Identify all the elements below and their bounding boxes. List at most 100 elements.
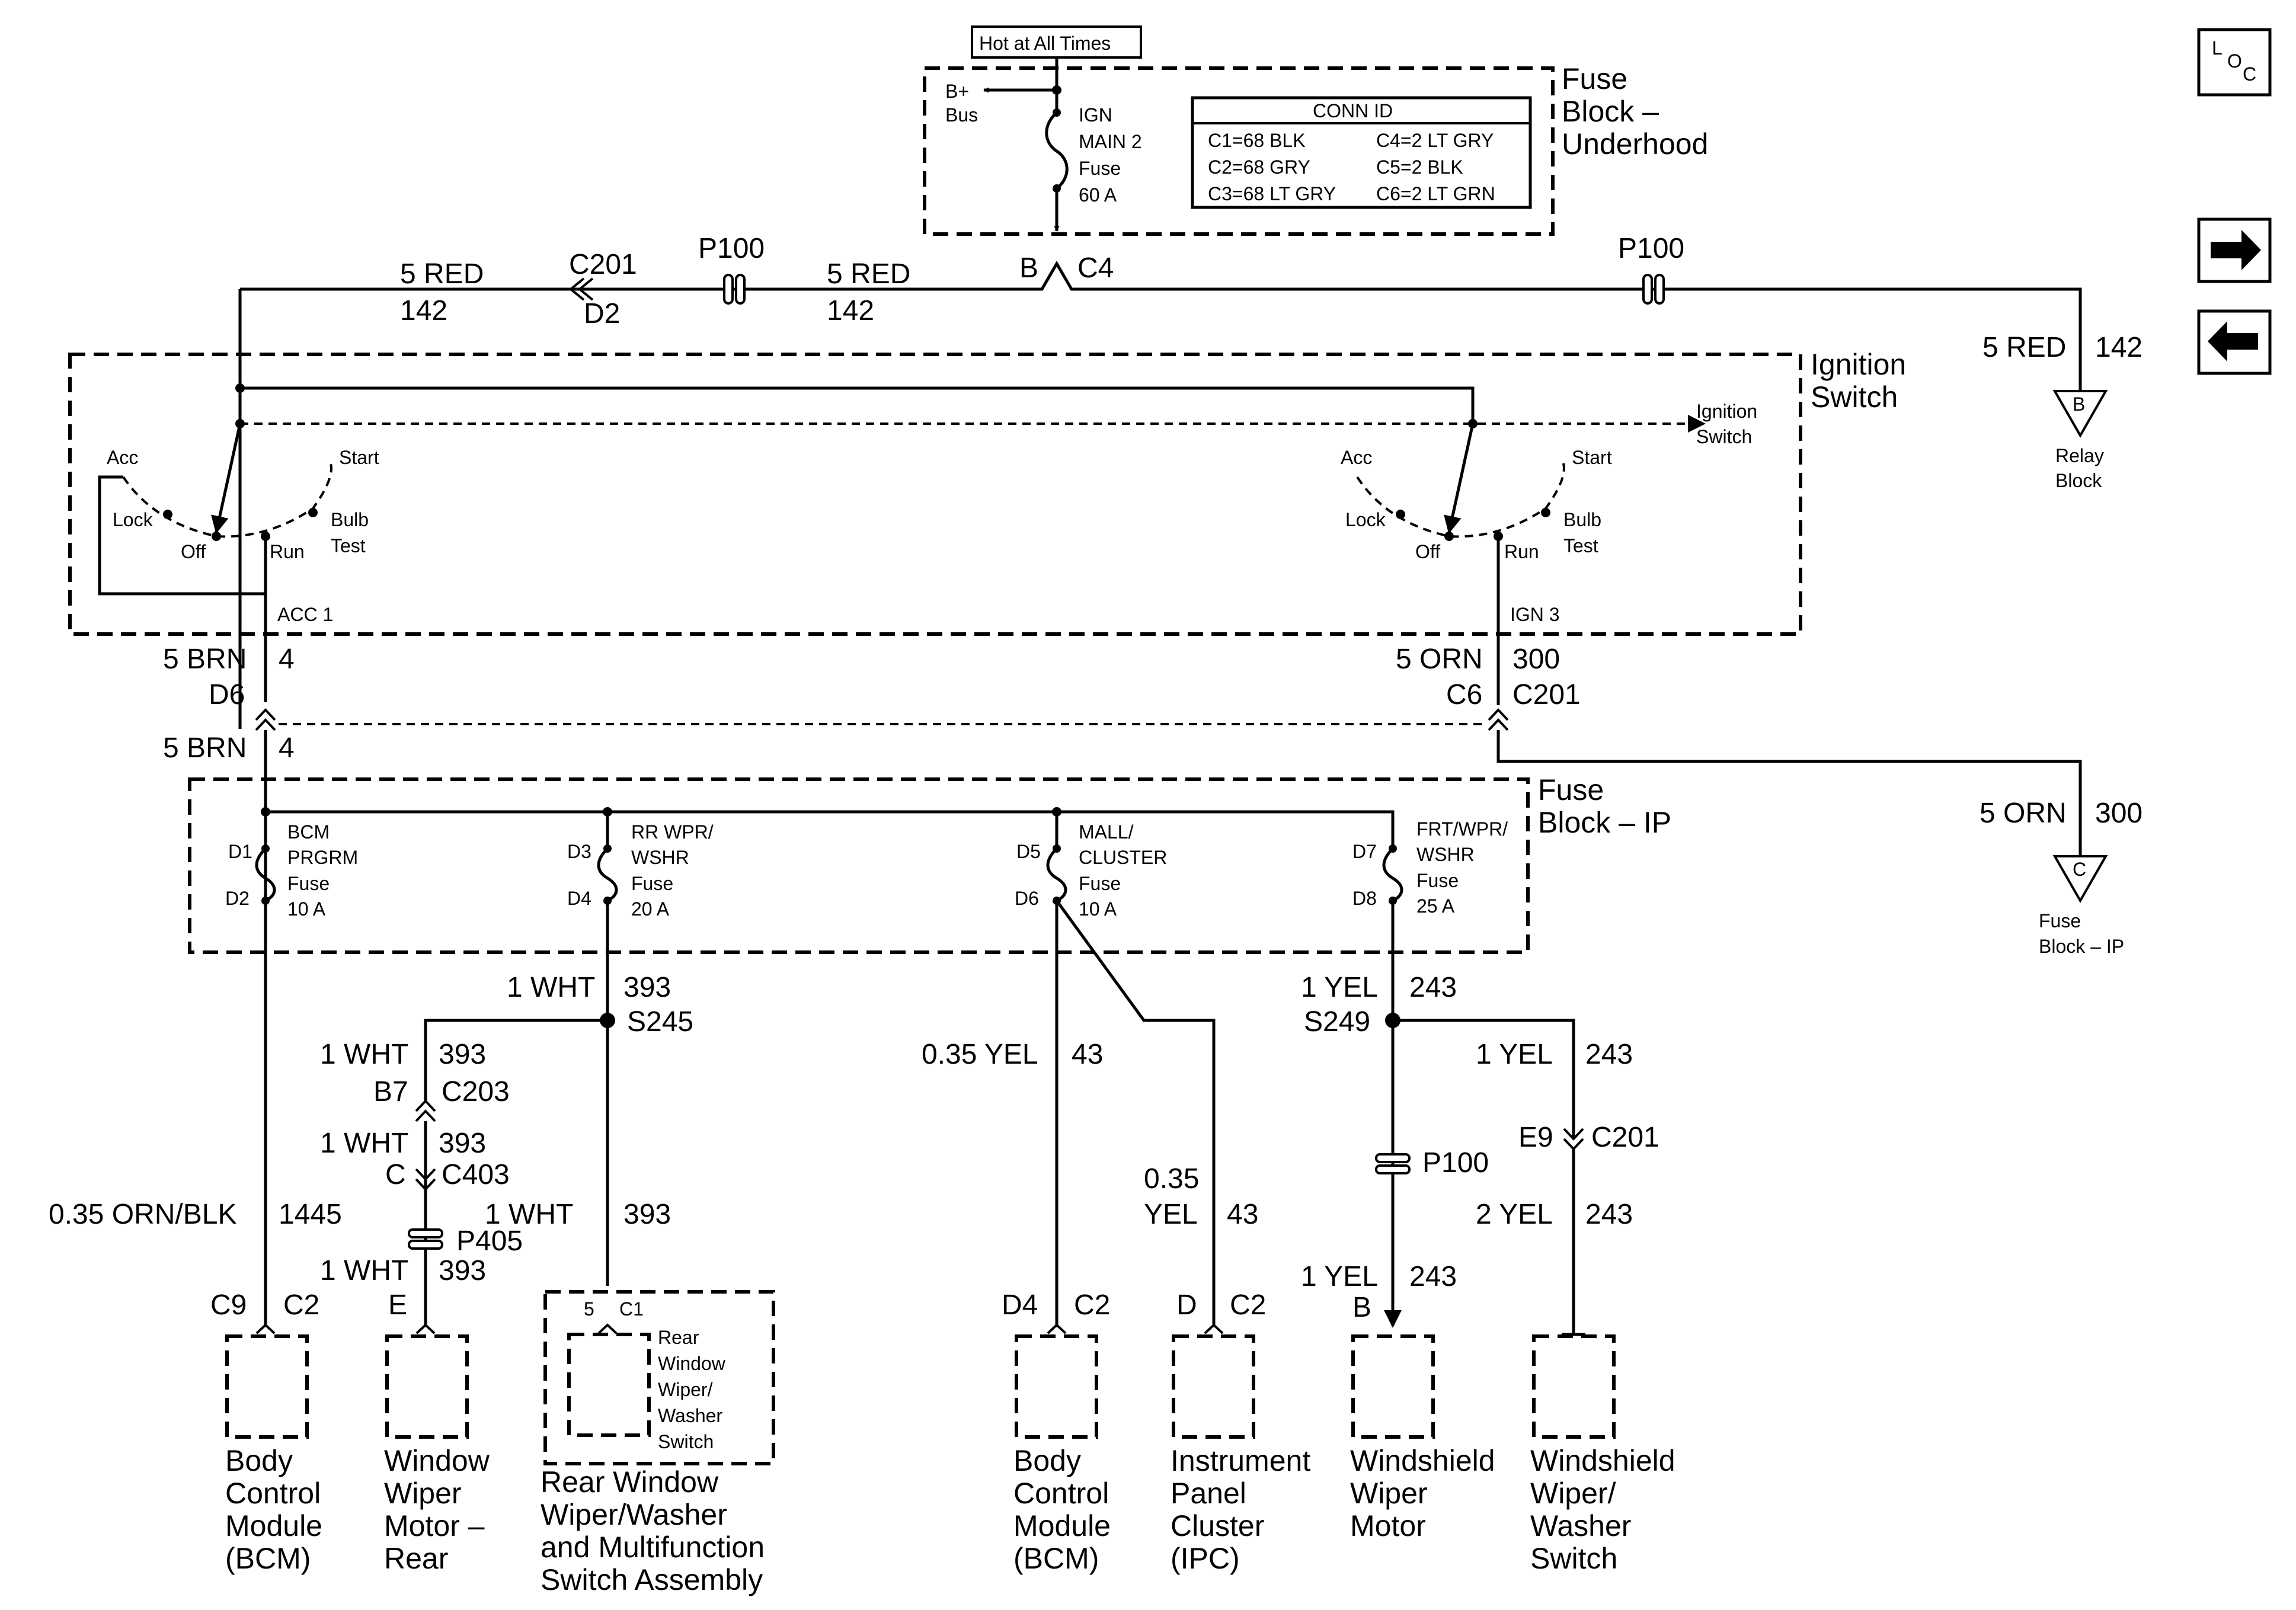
yel-035-color: 0.35 YEL <box>922 1039 1038 1070</box>
start-label-left: Start <box>339 447 379 468</box>
relay-block-ref-icon <box>2052 390 2108 438</box>
relay-wire-color: 5 RED <box>1982 332 2066 363</box>
loc-button[interactable]: L O C <box>2197 28 2272 97</box>
fuse4-name-2: WSHR <box>1416 844 1475 865</box>
fuse-mall-cluster: D5 D6 MALL/ CLUSTER Fuse 10 A <box>1015 812 1167 920</box>
fuse-block-title-3: Underhood <box>1562 127 1708 161</box>
fuse-ip-ref-1: Fuse <box>2039 910 2081 932</box>
c201-pin-e9: E9 <box>1518 1122 1553 1153</box>
fuse-block-title-1: Fuse <box>1562 62 1627 95</box>
bcm-right-line-1: Body <box>1013 1444 1081 1477</box>
ipc-pin: D <box>1176 1289 1197 1321</box>
wht-c-circuit: 393 <box>439 1255 486 1286</box>
fuse3-name-1: MALL/ <box>1079 821 1134 843</box>
fuse2-pin-bot: D4 <box>567 888 591 909</box>
loc-o: O <box>2227 50 2242 72</box>
wht-main-circuit: 393 <box>623 972 671 1003</box>
ipc-line-4: (IPC) <box>1171 1542 1240 1575</box>
fuse-frt-wpr-wshr: D7 D8 FRT/WPR/ WSHR Fuse 25 A <box>1352 818 1508 917</box>
bus-label: Bus <box>945 104 978 126</box>
fuse1-name-2: PRGRM <box>287 847 358 868</box>
hot-at-all-times-label: Hot at All Times <box>979 33 1111 54</box>
c201-pin-d2: D2 <box>584 298 620 329</box>
ignition-switch-right: Acc Lock Off Run Start Bulb Test IGN 3 <box>1341 423 1612 705</box>
bcm-left-line-3: Module <box>225 1509 322 1542</box>
rear-motor-line-1: Window <box>384 1444 490 1477</box>
fuse-ip-title-1: Fuse <box>1538 773 1604 806</box>
ipc-line-2: Panel <box>1171 1477 1246 1510</box>
fuse-block-title-2: Block – <box>1562 95 1659 128</box>
wht-main-color: 1 WHT <box>507 972 595 1003</box>
fuse3-name-2: CLUSTER <box>1079 847 1167 868</box>
conn-id-table: CONN ID C1=68 BLK C2=68 GRY C3=68 LT GRY… <box>1191 96 1532 209</box>
acc1-label: ACC 1 <box>277 604 333 625</box>
fuse2-pin-top: D3 <box>567 841 591 862</box>
ipc-line-3: Cluster <box>1171 1509 1264 1542</box>
yel-right-color: 1 YEL <box>1476 1039 1553 1070</box>
yel-right-circuit: 243 <box>1585 1039 1633 1070</box>
acc-label-left: Acc <box>107 447 138 468</box>
orn-blk-color: 0.35 ORN/BLK <box>49 1199 236 1230</box>
c201-connector-icon <box>568 277 594 301</box>
yel-motor-color: 1 YEL <box>1301 1261 1378 1292</box>
fuse-block-ip-ref-icon <box>2052 855 2108 904</box>
relay-label-1: Relay <box>2055 445 2104 466</box>
bcm-right-conn: C2 <box>1074 1289 1110 1321</box>
off-label-left: Off <box>181 541 206 562</box>
p100-lower-label: P100 <box>1422 1147 1489 1179</box>
wht-a-circuit: 393 <box>439 1039 486 1070</box>
brn-bot-circuit: 4 <box>279 732 295 764</box>
fuse3-name-3: Fuse <box>1079 873 1121 894</box>
relay-label-2: Block <box>2055 470 2102 491</box>
bcm-right-line-3: Module <box>1013 1509 1111 1542</box>
rear-switch-line-3: and Multifunction <box>541 1531 765 1564</box>
yel2-circuit: 243 <box>1585 1199 1633 1230</box>
yel-b-circuit: 43 <box>1227 1199 1258 1230</box>
next-button[interactable] <box>2197 217 2272 283</box>
fuse2-name-4: 20 A <box>631 898 670 920</box>
yel2-color: 2 YEL <box>1476 1199 1553 1230</box>
p100-right-icon <box>1642 274 1665 305</box>
loc-c: C <box>2243 63 2256 85</box>
loc-l: L <box>2212 37 2223 59</box>
rear-switch-conn: C1 <box>619 1298 644 1320</box>
rear-switch-inner-5: Switch <box>658 1431 714 1452</box>
fuse3-pin-top: D5 <box>1016 841 1041 862</box>
c4-pin-b: B <box>1019 252 1038 284</box>
c201-right-connector-icon <box>1488 708 1509 731</box>
rear-switch-inner-2: Window <box>658 1353 726 1374</box>
rear-motor-line-2: Wiper <box>384 1477 462 1510</box>
relay-circuit: 142 <box>2095 332 2142 363</box>
component-windshield-wiper-motor: Windshield Wiper Motor <box>1350 1334 1495 1542</box>
fuse2-name-3: Fuse <box>631 873 673 894</box>
bulb-label-left: Bulb <box>331 509 369 530</box>
rear-motor-pin: E <box>388 1289 407 1321</box>
motor-pin-b: B <box>1352 1292 1371 1323</box>
prev-button[interactable] <box>2197 309 2272 375</box>
rear-switch-inner-3: Wiper/ <box>658 1379 713 1400</box>
c403-pin-c: C <box>385 1159 406 1190</box>
hot-at-all-times-box <box>971 25 1142 59</box>
ignition-ref-2: Switch <box>1696 426 1752 447</box>
rear-switch-inner-1: Rear <box>658 1327 699 1348</box>
c403-label: C403 <box>442 1159 510 1190</box>
wht-b-color: 1 WHT <box>320 1128 408 1159</box>
ignition-title-1: Ignition <box>1811 348 1906 381</box>
c4-connector: C4 <box>1077 252 1114 284</box>
component-windshield-switch: Windshield Wiper/ Washer Switch <box>1530 1334 1675 1575</box>
lock-label-right: Lock <box>1345 509 1386 530</box>
bcm-right-line-2: Control <box>1013 1477 1109 1510</box>
run-label-left: Run <box>270 541 305 562</box>
brn-top-color: 5 BRN <box>163 644 247 675</box>
ws-switch-line-1: Windshield <box>1530 1444 1675 1477</box>
bcm-left-line-2: Control <box>225 1477 321 1510</box>
wht-c-color: 1 WHT <box>320 1255 408 1286</box>
p100-left-icon <box>723 274 746 305</box>
fuse-amp-label: 60 A <box>1079 184 1117 206</box>
fuse1-name-4: 10 A <box>287 898 326 920</box>
conn-c3: C3=68 LT GRY <box>1208 183 1336 204</box>
fuse1-pin-bot: D2 <box>225 888 250 909</box>
component-bcm-left: C9 C2 Body Control Module (BCM) <box>210 1289 322 1575</box>
fuse-main2-label: MAIN 2 <box>1079 131 1142 152</box>
